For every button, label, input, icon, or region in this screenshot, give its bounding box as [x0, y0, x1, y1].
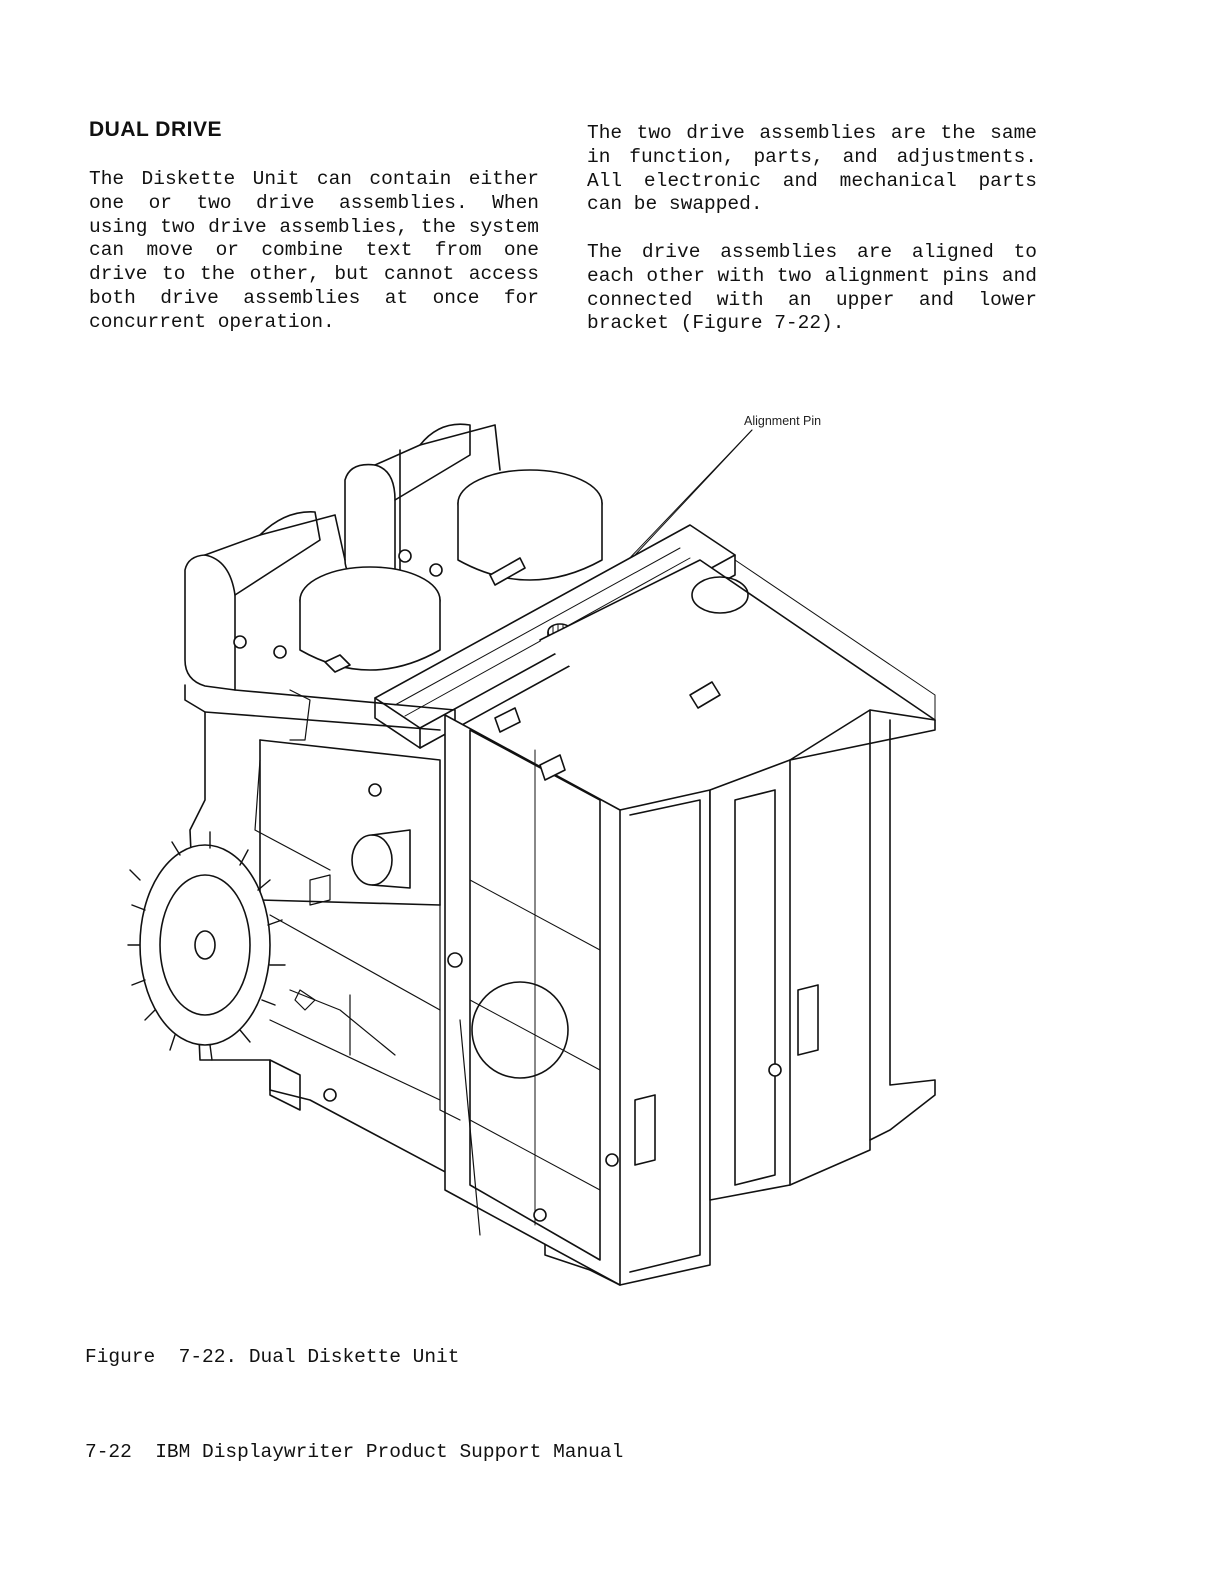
figure-caption: Figure 7-22. Dual Diskette Unit	[85, 1346, 460, 1368]
paragraph-drive-count: The Diskette Unit can contain either one…	[89, 168, 539, 333]
front-drive-hub	[299, 566, 441, 671]
center-shaft	[351, 829, 411, 889]
internal-mechanism	[254, 689, 481, 1236]
dual-diskette-unit-illustration	[127, 423, 936, 1286]
paragraph-interchangeable-parts: The two drive assemblies are the same in…	[587, 122, 1037, 216]
paragraph-alignment: The drive assemblies are aligned to each…	[587, 241, 1037, 335]
rear-drive-hub	[457, 469, 603, 581]
section-heading: DUAL DRIVE	[89, 118, 222, 141]
mounting-pins	[233, 549, 782, 1222]
front-drive-motor	[184, 511, 346, 691]
front-drive-cover	[444, 714, 711, 1286]
alignment-pin-callout-label: Alignment Pin	[744, 414, 822, 428]
sprocket-wheel	[127, 831, 286, 1061]
page-footer: 7-22 IBM Displaywriter Product Support M…	[85, 1441, 624, 1463]
rear-drive-cover	[539, 559, 936, 1201]
latch-blocks	[634, 984, 819, 1166]
